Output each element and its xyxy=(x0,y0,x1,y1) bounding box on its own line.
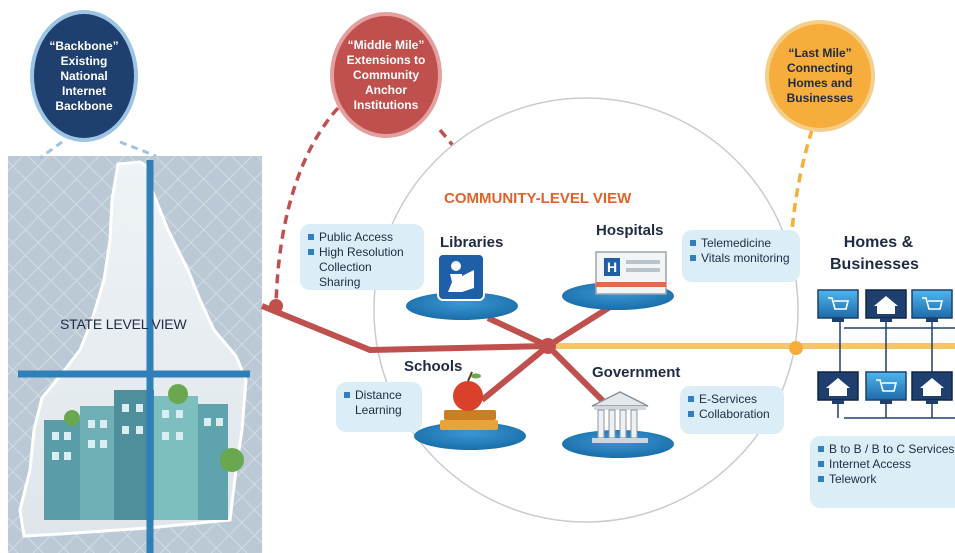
middle-mile-line-4: Anchor xyxy=(365,82,407,97)
libraries-callout-item: High Resolution xyxy=(319,245,404,259)
government-callout: E-Services Collaboration xyxy=(680,386,784,434)
homes-callout-item: B to B / B to C Services xyxy=(829,442,955,456)
homes-callout-item: Internet Access xyxy=(829,457,912,471)
hospitals-callout-item: Vitals monitoring xyxy=(701,251,790,265)
homes-callout-item: Telework xyxy=(829,472,877,486)
state-level-panel xyxy=(8,156,262,553)
hospitals-heading: Hospitals xyxy=(596,222,664,239)
schools-callout-item: Learning xyxy=(355,403,402,417)
hospital-letter: H xyxy=(607,259,617,275)
middle-mile-line-2: Extensions to xyxy=(346,52,426,67)
backbone-line-1: “Backbone” xyxy=(49,38,119,53)
homes-businesses-heading: Homes & Businesses xyxy=(830,232,919,276)
middle-mile-line-3: Community xyxy=(353,67,419,82)
apple-books-icon xyxy=(440,371,498,430)
homes-heading-line-1: Homes & xyxy=(843,234,914,251)
cart-computer-icon xyxy=(817,289,859,322)
middle-mile-bubble: “Middle Mile” Extensions to Community An… xyxy=(330,12,442,138)
government-callout-item: Collaboration xyxy=(699,407,770,421)
libraries-callout: Public Access High Resolution Collection… xyxy=(300,224,424,290)
library-icon xyxy=(437,253,485,301)
middle-mile-connector-left xyxy=(274,106,340,307)
middle-mile-line-5: Institutions xyxy=(353,97,419,112)
backbone-line-2: Existing xyxy=(60,53,108,68)
libraries-callout-item: Collection Sharing xyxy=(319,260,372,289)
backbone-line-3: National xyxy=(60,68,108,83)
government-heading: Government xyxy=(592,364,681,381)
backbone-line-5: Backbone xyxy=(55,98,113,113)
last-mile-line-1: “Last Mile” xyxy=(788,46,852,60)
homes-businesses-network xyxy=(839,320,955,419)
home-computer-icon xyxy=(865,289,907,322)
hospitals-callout-item: Telemedicine xyxy=(701,236,772,250)
libraries-callout-item: Public Access xyxy=(319,230,394,244)
middle-mile-line-1: “Middle Mile” xyxy=(347,37,425,52)
last-mile-line-3: Homes and xyxy=(787,76,853,90)
home-computer-icon xyxy=(817,371,859,404)
hospitals-callout: Telemedicine Vitals monitoring xyxy=(682,230,800,282)
backbone-line-4: Internet xyxy=(61,83,106,98)
last-mile-line-2: Connecting xyxy=(787,61,853,75)
backbone-connector xyxy=(39,140,63,160)
network-lines xyxy=(260,299,955,407)
last-mile-line-4: Businesses xyxy=(786,91,854,105)
homes-heading-line-2: Businesses xyxy=(830,256,919,273)
schools-heading: Schools xyxy=(404,358,463,375)
cart-computer-icon xyxy=(865,371,907,404)
libraries-heading: Libraries xyxy=(440,234,504,251)
schools-callout-item: Distance xyxy=(355,388,402,402)
homes-callout: B to B / B to C Services Internet Access… xyxy=(810,436,955,508)
government-building-icon xyxy=(591,391,649,443)
backbone-connector-right xyxy=(119,140,157,158)
government-disc xyxy=(562,430,674,458)
libraries-disc xyxy=(406,292,518,320)
last-mile-bubble: “Last Mile” Connecting Homes and Busines… xyxy=(765,20,875,132)
state-level-label: STATE LEVEL VIEW xyxy=(60,316,187,332)
cart-computer-icon xyxy=(911,289,953,322)
hospital-icon: H xyxy=(595,251,667,295)
government-callout-item: E-Services xyxy=(699,392,758,406)
backbone-bubble: “Backbone” Existing National Internet Ba… xyxy=(30,10,138,142)
home-computer-icon xyxy=(911,371,953,404)
community-level-title: COMMUNITY-LEVEL VIEW xyxy=(444,190,632,207)
schools-callout: Distance Learning xyxy=(336,382,422,432)
